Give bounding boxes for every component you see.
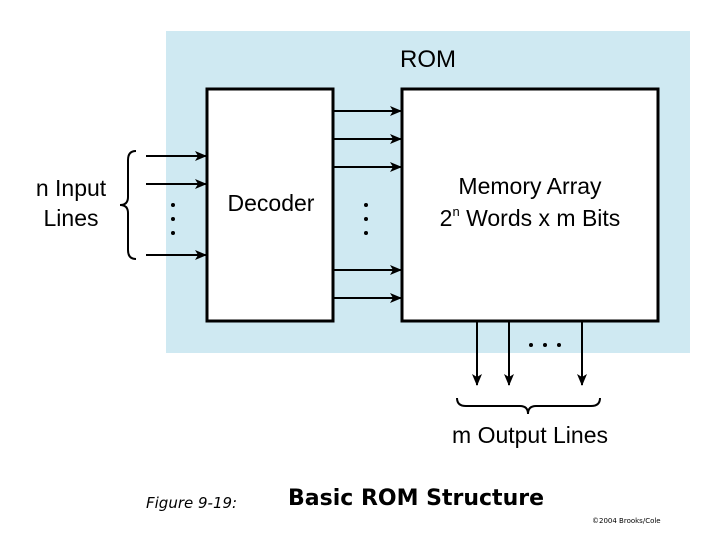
output-lines-label: m Output Lines bbox=[452, 422, 608, 448]
output-brace bbox=[456, 397, 601, 415]
input-ellipsis bbox=[171, 203, 175, 235]
input-arrows bbox=[146, 151, 207, 260]
memory-array-box bbox=[400, 87, 660, 323]
word-line-arrows bbox=[334, 106, 402, 303]
output-arrows bbox=[472, 321, 587, 386]
copyright-notice: ©2004 Brooks/Cole bbox=[592, 517, 661, 525]
memory-array-size-label: 2n Words x m Bits bbox=[440, 204, 621, 231]
figure-number: Figure 9-19: bbox=[146, 494, 238, 512]
word-line-ellipsis bbox=[364, 203, 368, 235]
decoder-box bbox=[205, 87, 335, 323]
rom-label: ROM bbox=[400, 46, 456, 73]
memory-array-label: Memory Array bbox=[458, 173, 602, 199]
input-lines-label-2: Lines bbox=[44, 205, 99, 231]
figure-title: Basic ROM Structure bbox=[288, 486, 545, 511]
output-ellipsis bbox=[529, 343, 561, 347]
input-lines-label: n Input bbox=[36, 175, 107, 201]
decoder-label: Decoder bbox=[228, 190, 315, 216]
input-brace bbox=[119, 150, 137, 260]
